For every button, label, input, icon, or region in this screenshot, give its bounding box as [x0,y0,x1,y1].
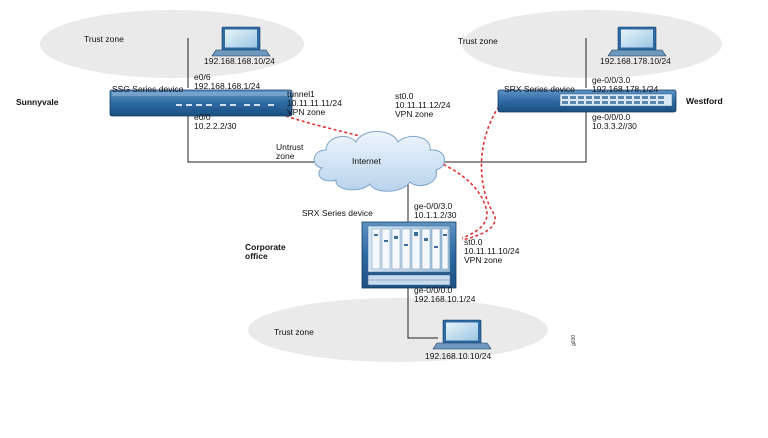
site-label-westford: Westford [686,96,723,106]
site-label-sunnyvale: Sunnyvale [16,97,59,107]
vpn-tunnel-westford-corporate [461,101,503,241]
iface-corp-ge-3: ge-0/0/3.0 10.1.1.2/30 [414,201,457,220]
internet-cloud [313,131,445,192]
link-sunnyvale-internet [187,114,318,163]
iface-ssg-tunnel1: tunnel1 10.11.11.11/24 VPN zone [287,89,342,117]
vpn-tunnels [285,101,503,241]
trust-zone-label-corporate: Trust zone [274,327,314,337]
host-label-westford: 192.168.178.10/24 [600,56,671,66]
laptop-icon-corporate [432,319,492,350]
srx-westford-device [497,89,677,113]
trust-zone-label-sunnyvale: Trust zone [84,34,124,44]
iface-westford-st0: st0.0 10.11.11.12/24 VPN zone [395,91,451,119]
iface-ssg-e0-0: e0/0 10.2.2.2/30 [194,112,237,131]
iface-westford-ge-0: ge-0/0/0.0 10.3.3.2//30 [592,112,637,131]
trust-zone-westford [462,10,722,78]
host-label-corporate: 192.168.10.10/24 [425,351,492,361]
link-westford-internet [440,112,587,163]
srx-corporate-device [361,221,457,289]
laptop-icon-westford [607,26,667,57]
ssg-device [109,89,293,117]
site-label-corporate: Corporate office [245,242,286,261]
iface-corp-st0: st0.0 10.11.11.10/24 VPN zone [464,237,520,265]
untrust-zone-label: Untrust zone [276,142,304,161]
iface-corp-ge-0: ge-0/0/0.0 192.168.10.1/24 [414,285,476,304]
internet-label: Internet [352,156,381,166]
link-corporate-host [407,288,438,339]
trust-zone-sunnyvale [40,10,304,78]
host-label-sunnyvale: 192.168.168.10/24 [204,56,275,66]
vpn-tunnel-sunnyvale-corporate [285,115,488,239]
device-label-ssg: SSG Series device [112,84,184,94]
device-label-srx-westford: SRX Series device [504,84,575,94]
figure-id: g030 [571,334,577,346]
iface-westford-ge-3: ge-0/0/3.0 192.168.178.1/24 [592,75,659,94]
device-label-srx-corporate: SRX Series device [302,208,373,218]
iface-ssg-e0-6: e0/6 192.168.168.1/24 [194,72,261,91]
trust-zone-label-westford: Trust zone [458,36,498,46]
laptop-icon-sunnyvale [211,26,271,57]
wired-links [187,38,587,339]
